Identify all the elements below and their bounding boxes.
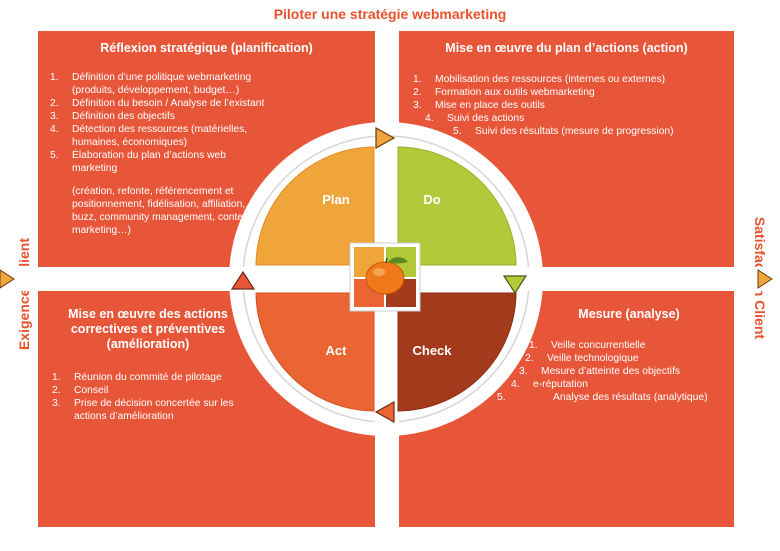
check-label: Check bbox=[412, 343, 452, 358]
list-item: 2.Veille technologique bbox=[525, 353, 639, 364]
arrow-act-to-plan bbox=[230, 270, 256, 290]
list-item: 1.Mobilisation des ressources (internes … bbox=[413, 74, 666, 85]
list-item: 1.Définition d’une politique webmarketin… bbox=[50, 72, 252, 96]
do-slice bbox=[397, 146, 517, 266]
plan-slice bbox=[255, 146, 375, 266]
quadrant-list: 1.Définition d’une politique webmarketin… bbox=[50, 71, 285, 175]
act-slice bbox=[255, 292, 375, 412]
list-item: 3.Mesure d’atteinte des objectifs bbox=[519, 366, 681, 377]
quadrant-improvement: Mise en œuvre des actions correctives et… bbox=[38, 291, 375, 527]
arrow-do-to-check bbox=[502, 275, 528, 295]
check-slice bbox=[397, 292, 517, 412]
arrow-output-right bbox=[757, 269, 773, 289]
do-label: Do bbox=[423, 192, 440, 207]
quadrant-list: 1.Veille concurrentielle 2.Veille techno… bbox=[497, 339, 727, 404]
list-item: 4.Suivi des actions bbox=[425, 113, 525, 124]
list-item: 3.Mise en place des outils bbox=[413, 100, 545, 111]
quadrant-extra-text: (création, refonte, référencement et pos… bbox=[72, 186, 252, 236]
quadrant-heading: Réflexion stratégique (planification) bbox=[100, 41, 313, 55]
list-item: 4.e-réputation bbox=[511, 379, 588, 390]
list-item: 2.Définition du besoin / Analyse de l’ex… bbox=[50, 98, 265, 109]
list-item: 3.Prise de décision concertée sur les ac… bbox=[52, 398, 234, 422]
quadrant-heading: Mise en œuvre du plan d’actions (action) bbox=[445, 41, 688, 55]
plan-label: Plan bbox=[322, 192, 350, 207]
list-item: 3.Définition des objectifs bbox=[50, 111, 176, 122]
arrow-check-to-act bbox=[374, 400, 395, 424]
list-item: 2.Conseil bbox=[52, 385, 109, 396]
act-label: Act bbox=[326, 343, 348, 358]
quadrant-list: 1.Réunion du commité de pilotage 2.Conse… bbox=[52, 371, 262, 423]
arrow-plan-to-do bbox=[375, 126, 396, 150]
tangerine-icon bbox=[349, 242, 421, 312]
list-item: 1.Réunion du commité de pilotage bbox=[52, 372, 222, 383]
quadrant-heading: Mise en œuvre des actions correctives et… bbox=[68, 307, 228, 351]
quadrant-list: 1.Mobilisation des ressources (internes … bbox=[413, 73, 713, 138]
list-item: 2.Formation aux outils webmarketing bbox=[413, 87, 595, 98]
list-item: 1.Veille concurrentielle bbox=[529, 340, 646, 351]
list-item: 5.Suivi des résultats (mesure de progres… bbox=[453, 126, 674, 137]
list-item: 5.Analyse des résultats (analytique) bbox=[497, 392, 708, 403]
quadrant-heading: Mesure (analyse) bbox=[578, 307, 680, 321]
list-item: 4.Détection des ressources (matérielles,… bbox=[50, 124, 248, 148]
arrow-input-left bbox=[0, 269, 15, 289]
diagram-title: Piloter une stratégie webmarketing bbox=[273, 6, 507, 22]
list-item: 5.Élaboration du plan d’actions web mark… bbox=[50, 150, 226, 174]
